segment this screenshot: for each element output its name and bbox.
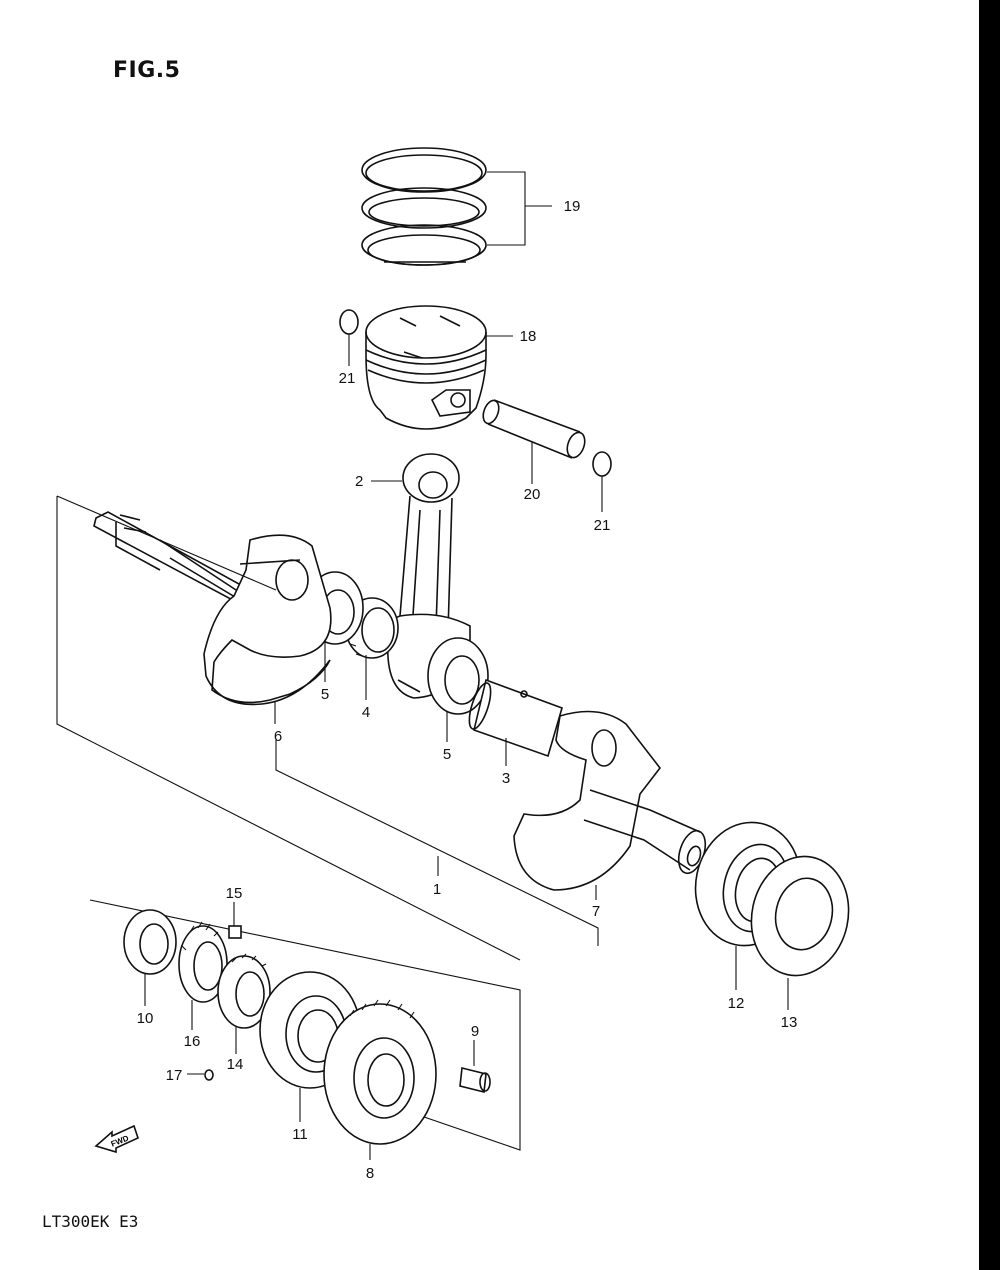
callout-15: 15 xyxy=(226,885,243,902)
figure-title: FIG.5 xyxy=(113,58,181,83)
gear-16 xyxy=(178,921,228,1030)
crankshaft-left xyxy=(93,511,332,724)
callout-2: 2 xyxy=(355,473,363,490)
primary-gear xyxy=(323,999,437,1160)
bolt-9 xyxy=(459,1040,491,1093)
gear-14 xyxy=(217,953,271,1054)
piston xyxy=(365,305,487,430)
callout-3: 3 xyxy=(502,770,510,787)
callout-18: 18 xyxy=(520,328,537,345)
crank-pin xyxy=(468,678,563,766)
crankshaft-right xyxy=(513,710,707,900)
piston-rings xyxy=(361,147,487,266)
callout-10: 10 xyxy=(137,1010,154,1027)
callout-6: 6 xyxy=(274,728,282,745)
callout-4: 4 xyxy=(362,704,370,721)
callout-8: 8 xyxy=(366,1165,374,1182)
crankshaft-assembly-bracket xyxy=(56,495,599,961)
leader-19 xyxy=(487,171,552,246)
oil-seal-right xyxy=(750,855,850,1010)
callout-5-left: 5 xyxy=(321,686,329,703)
callout-21-right: 21 xyxy=(594,517,611,534)
model-code: LT300EK E3 xyxy=(42,1212,139,1231)
callout-14: 14 xyxy=(227,1056,244,1073)
callout-5-right: 5 xyxy=(443,746,451,763)
circlip-left xyxy=(339,309,359,366)
callout-11: 11 xyxy=(292,1126,308,1143)
thrust-washer-right xyxy=(427,637,489,742)
lower-group-bracket xyxy=(89,899,521,1151)
callout-12: 12 xyxy=(728,995,745,1012)
callout-1: 1 xyxy=(433,881,441,898)
callout-13: 13 xyxy=(781,1014,798,1031)
callout-16: 16 xyxy=(184,1033,201,1050)
fwd-arrow-icon: FWD xyxy=(94,1124,139,1154)
callout-19: 19 xyxy=(564,198,581,215)
callout-21-left: 21 xyxy=(339,370,356,387)
pin-17 xyxy=(187,1069,214,1081)
callout-20: 20 xyxy=(524,486,541,503)
callout-17: 17 xyxy=(166,1067,183,1084)
circlip-right xyxy=(592,451,612,512)
bearing-small xyxy=(123,909,177,1006)
scan-edge xyxy=(979,0,1000,1270)
callout-7: 7 xyxy=(592,903,600,920)
piston-pin xyxy=(482,399,586,484)
key-15 xyxy=(228,902,242,939)
callout-9: 9 xyxy=(471,1023,479,1040)
